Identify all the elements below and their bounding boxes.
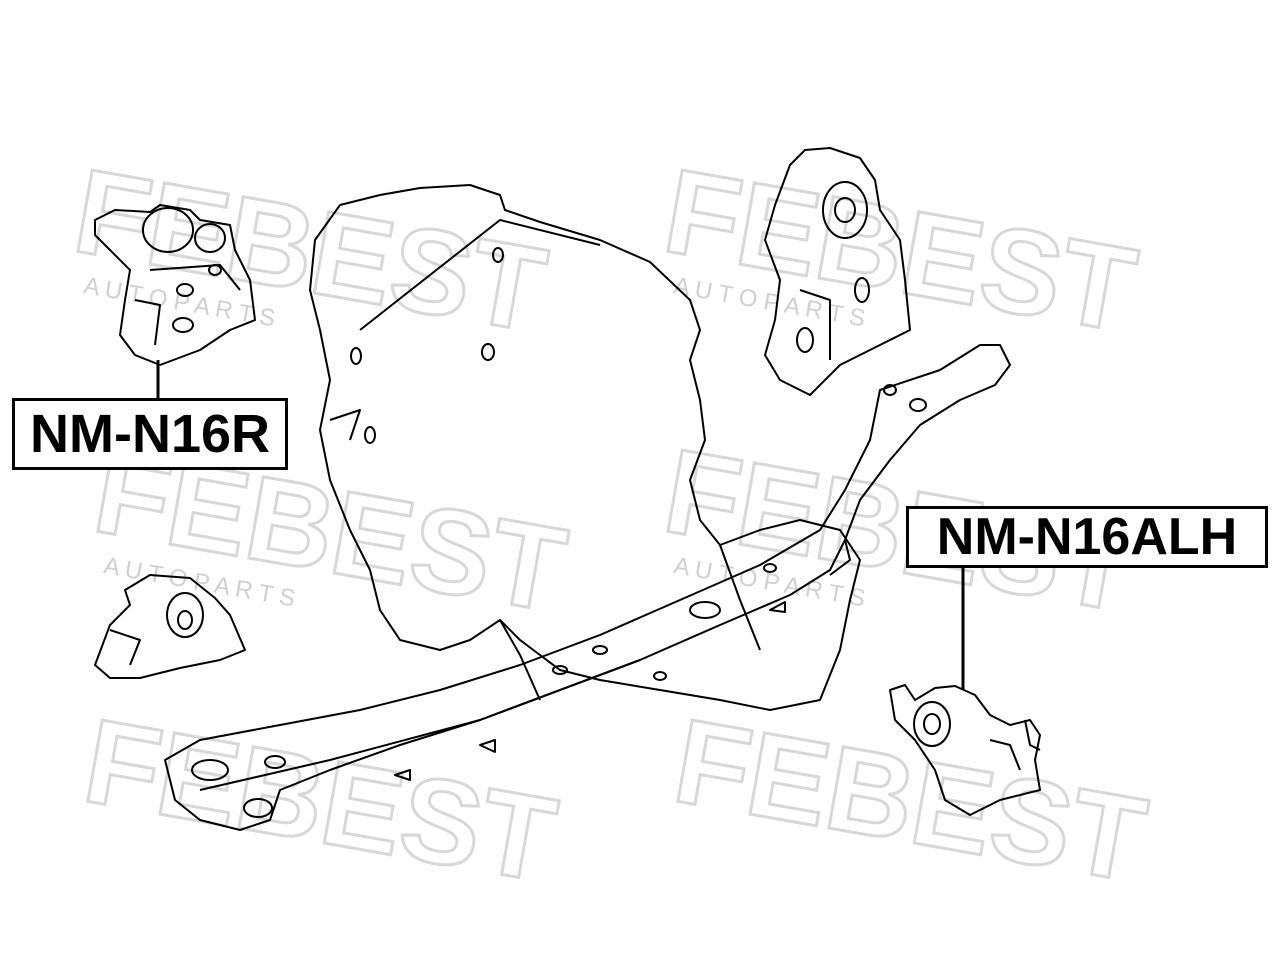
part-label-nm-n16r: NM-N16R	[12, 398, 288, 470]
svg-text:FEBEST: FEBEST	[75, 694, 564, 908]
svg-text:FEBEST: FEBEST	[665, 694, 1154, 908]
watermark-bottom-right: FEBEST	[664, 692, 1156, 909]
mount-nm-n16r-drawing	[94, 204, 256, 366]
engine-block-drawing	[309, 184, 861, 711]
watermark-bottom-left: FEBEST	[74, 692, 566, 909]
part-label-nm-n16alh: NM-N16ALH	[906, 506, 1268, 568]
svg-text:FEBEST: FEBEST	[65, 144, 554, 358]
mount-nm-n16alh-drawing	[889, 684, 1041, 816]
mount-bottom-left-drawing	[94, 574, 246, 679]
subframe-drawing	[164, 344, 1011, 831]
svg-text:FEBEST: FEBEST	[655, 144, 1144, 358]
watermark-top-right: FEBEST A U T O P A R T S	[654, 142, 1146, 359]
mount-upper-right-drawing	[764, 147, 911, 396]
leader-lines	[156, 360, 965, 690]
watermark-top-left: FEBEST A U T O P A R T S	[64, 142, 556, 359]
